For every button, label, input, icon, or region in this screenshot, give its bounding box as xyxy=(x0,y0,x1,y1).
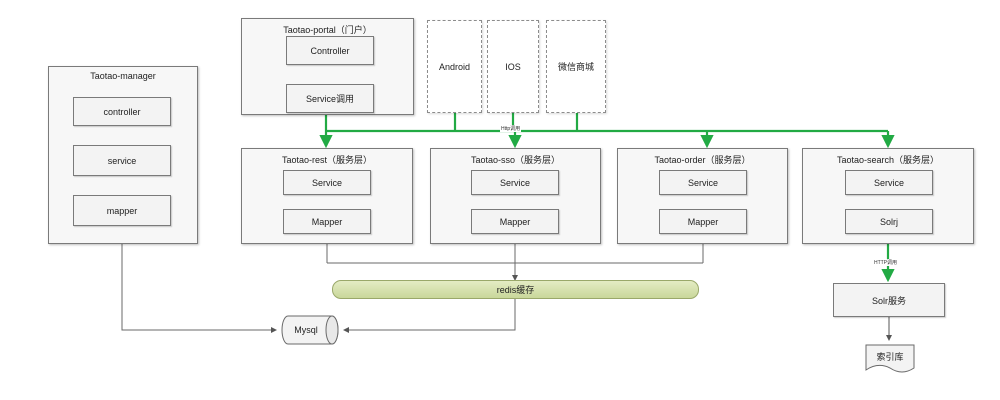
search-title: Taotao-search（服务层） xyxy=(836,155,940,165)
redis-cache: redis缓存 xyxy=(332,280,699,299)
rest-mapper-box: Mapper xyxy=(283,209,371,234)
order-title: Taotao-order（服务层） xyxy=(654,155,751,165)
index-store: 索引库 xyxy=(865,344,915,373)
manager-service-box: service xyxy=(73,145,171,176)
solr-service-box: Solr服务 xyxy=(833,283,945,317)
wechat-mall-client: 微信商城 xyxy=(546,20,606,113)
portal-controller-box: Controller xyxy=(286,36,374,65)
mysql-label: Mysql xyxy=(294,325,318,335)
order-service-box: Service xyxy=(659,170,747,195)
android-client: Android xyxy=(427,20,482,113)
portal-service-box: Service调用 xyxy=(286,84,374,113)
search-service-box: Service xyxy=(845,170,933,195)
sso-mapper-box: Mapper xyxy=(471,209,559,234)
manager-controller-box: controller xyxy=(73,97,171,126)
manager-title: Taotao-manager xyxy=(90,71,156,81)
http-call-label: Http调用 xyxy=(500,125,522,132)
ios-client: IOS xyxy=(487,20,539,113)
rest-title: Taotao-rest（服务层） xyxy=(281,155,373,165)
order-mapper-box: Mapper xyxy=(659,209,747,234)
index-store-label: 索引库 xyxy=(876,351,903,362)
solrj-box: Solrj xyxy=(845,209,933,234)
portal-title: Taotao-portal（门户） xyxy=(283,25,372,35)
manager-mapper-box: mapper xyxy=(73,195,171,226)
portal-panel: Taotao-portal（门户） xyxy=(241,18,414,115)
sso-title: Taotao-sso（服务层） xyxy=(470,155,561,165)
data-flow-lines xyxy=(121,244,704,333)
rest-service-box: Service xyxy=(283,170,371,195)
search-http-label: HTTP调用 xyxy=(873,259,899,266)
mysql-database: Mysql xyxy=(281,315,339,345)
sso-service-box: Service xyxy=(471,170,559,195)
